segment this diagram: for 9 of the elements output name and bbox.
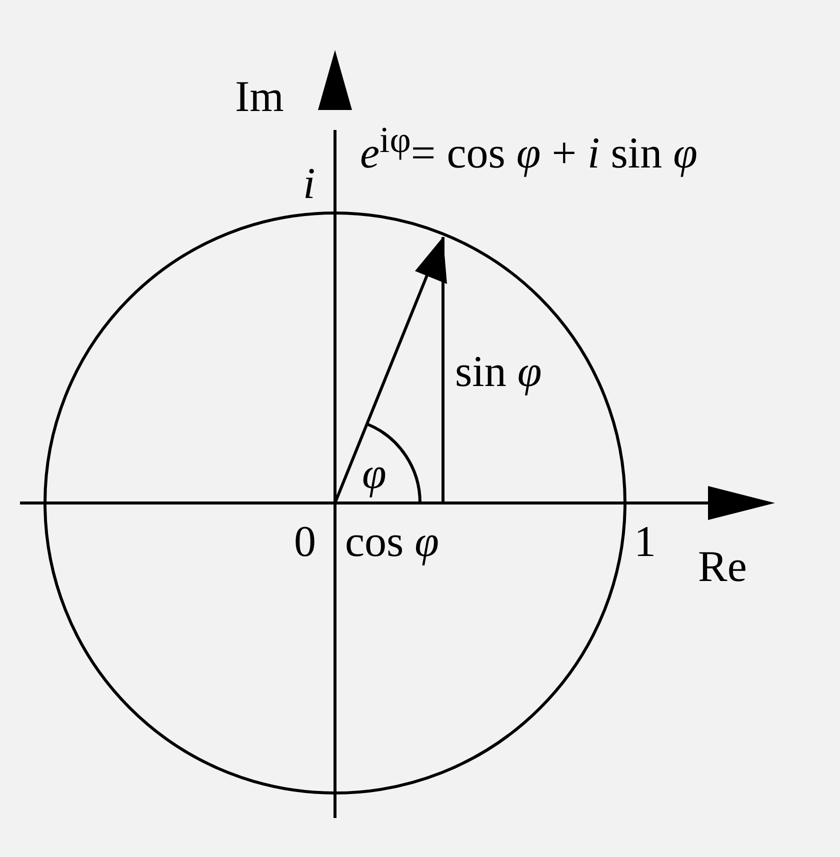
axis-tick-label: 1 [634, 520, 656, 564]
axis-tick-label: i [303, 162, 316, 206]
segment-label: sin φ [455, 350, 542, 394]
axis-label: Im [235, 75, 284, 119]
axis-tick-label: 0 [294, 520, 316, 564]
formula-text: e$^{iφ}$= cos φ + i sin φ [360, 122, 698, 176]
axis-label: Re [698, 545, 747, 589]
segment-label: cos φ [345, 520, 439, 564]
angle-label: φ [362, 452, 386, 496]
